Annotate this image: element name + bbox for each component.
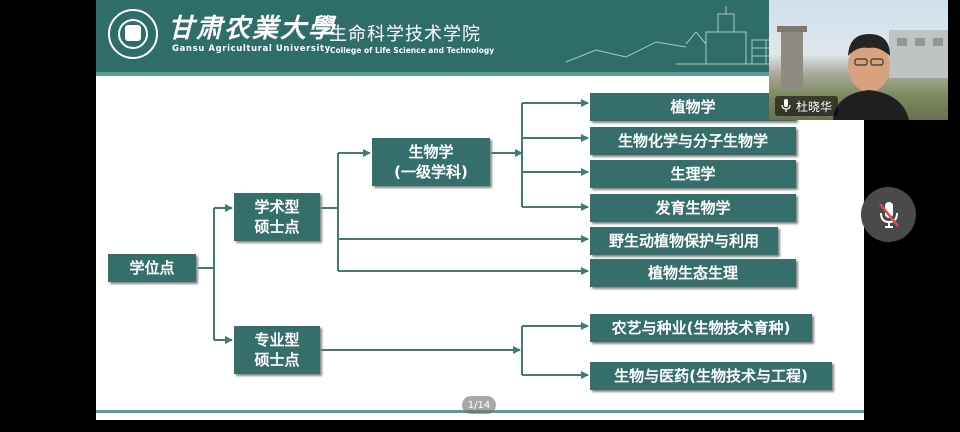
college-name-en: College of Life Science and Technology	[330, 46, 495, 55]
professional-field-agronomy: 农艺与种业(生物技术育种)	[590, 314, 812, 342]
subfield-plant-ecophysiology: 植物生态生理	[590, 259, 796, 287]
academic-masters-node: 学术型硕士点	[234, 193, 320, 241]
professional-masters-node: 专业型硕士点	[234, 326, 320, 374]
presentation-slide: 甘肃农業大學 Gansu Agricultural University 生命科…	[96, 0, 864, 420]
header-stripe	[96, 72, 864, 76]
subfield-biochemistry: 生物化学与分子生物学	[590, 127, 796, 155]
subfield-physiology: 生理学	[590, 160, 796, 188]
diagram-connectors	[198, 99, 589, 379]
professional-field-biomedicine: 生物与医药(生物技术与工程)	[590, 362, 832, 390]
mic-icon	[781, 99, 791, 112]
root-degree-points: 学位点	[108, 254, 196, 282]
college-name-cn: 生命科学技术学院	[329, 24, 481, 45]
subfield-wildlife-conservation: 野生动植物保护与利用	[590, 227, 778, 255]
slide-header-banner: 甘肃农業大學 Gansu Agricultural University 生命科…	[96, 0, 864, 72]
university-seal-icon	[108, 9, 158, 59]
subfield-botany: 植物学	[590, 93, 796, 121]
biology-first-level-node: 生物学(一级学科)	[372, 138, 490, 186]
participant-video-tile[interactable]: 杜晓华	[769, 0, 948, 120]
participant-name-label: 杜晓华	[775, 96, 839, 116]
mic-muted-icon	[878, 201, 899, 228]
mute-toggle-button[interactable]	[861, 187, 916, 242]
university-name-en: Gansu Agricultural University	[172, 44, 331, 54]
subfield-developmental-biology: 发育生物学	[590, 194, 796, 222]
slide-page-indicator: 1/14	[462, 396, 496, 414]
participant-name: 杜晓华	[796, 99, 833, 114]
university-name-cn: 甘肃农業大學	[168, 14, 337, 44]
participant-video-feed	[777, 26, 948, 120]
